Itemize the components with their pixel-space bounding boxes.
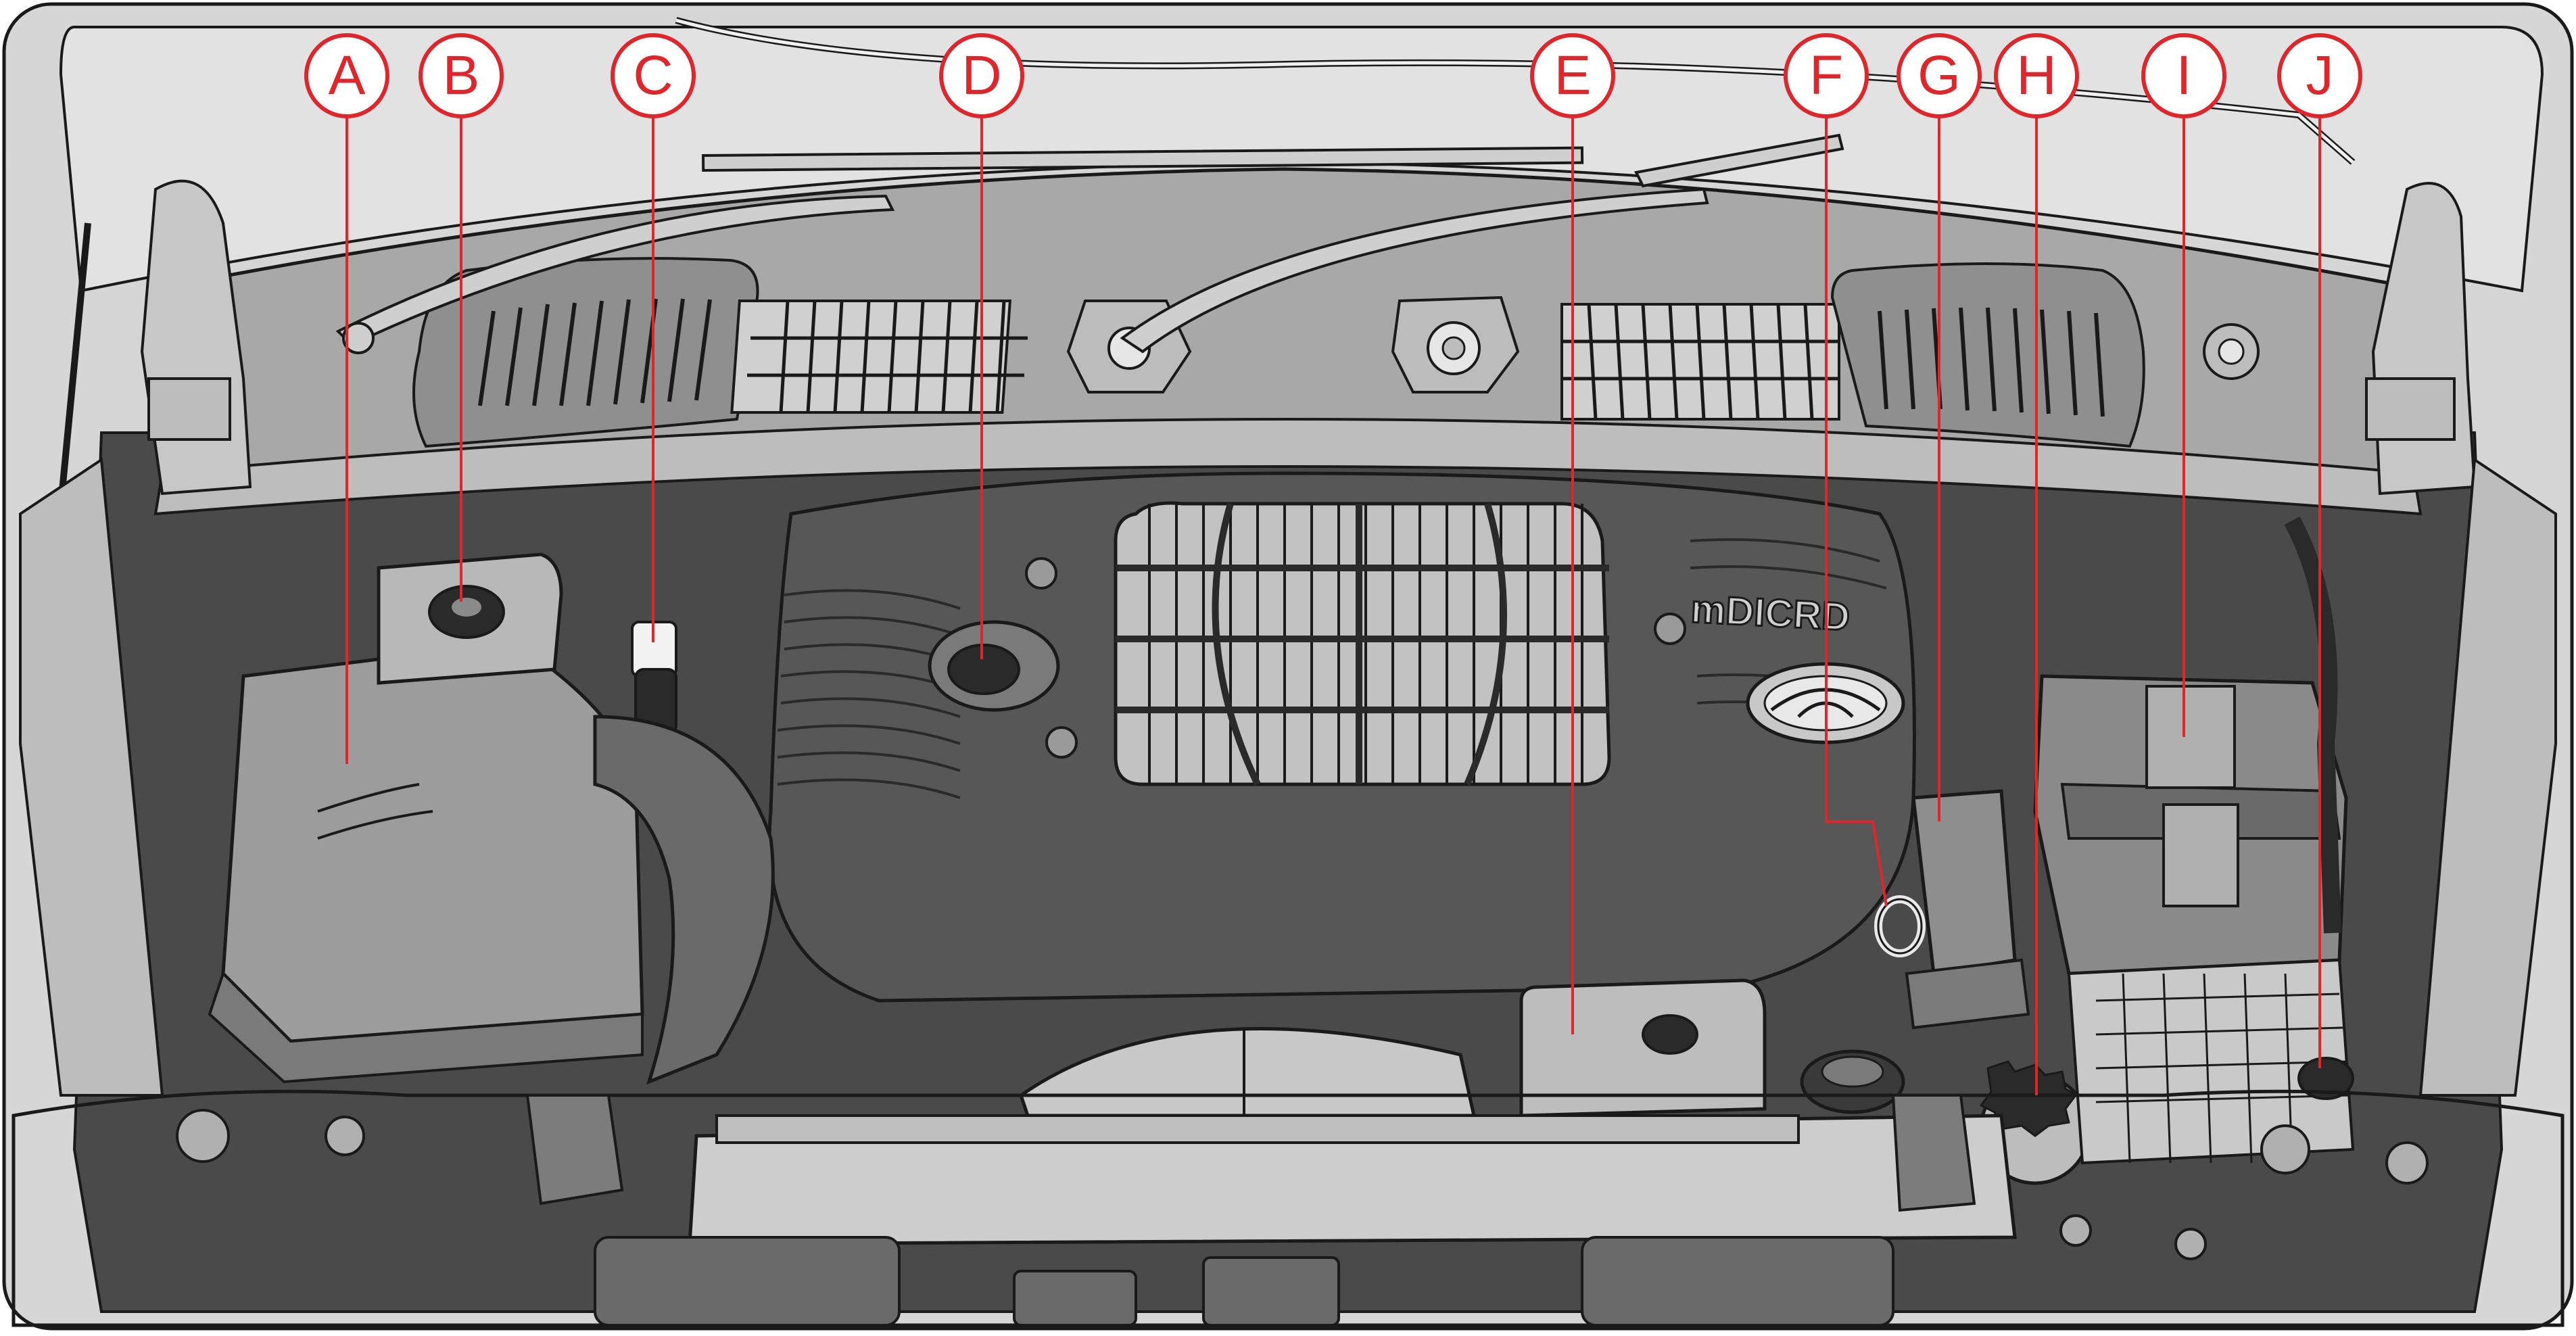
coolant-reservoir (1519, 978, 1767, 1118)
callout-marker-c (611, 33, 696, 118)
callout-marker-b (419, 33, 504, 118)
callout-marker-h (1994, 33, 2079, 118)
right-fender-apron (2418, 457, 2557, 1097)
battery-tray (2067, 958, 2355, 1165)
oil-filler-cap (947, 644, 1020, 695)
callout-leader-f (1825, 116, 1888, 907)
power-steering-cap (1979, 1060, 2078, 1137)
wiper-arm-right (1120, 133, 1844, 354)
engine-cover-model-text: mDICRD (1690, 587, 1851, 639)
callout-label-i: I (2176, 45, 2192, 106)
callout-label-g: G (1917, 45, 1961, 106)
callout-label-c: C (633, 45, 673, 106)
callout-marker-d (939, 33, 1024, 118)
callout-label-d: D (961, 45, 1001, 106)
right-cowl-vent (1830, 262, 2145, 448)
callout-marker-e (1530, 33, 1615, 118)
callout-marker-j (2277, 33, 2362, 118)
callout-label-e: E (1554, 45, 1592, 106)
wiper-arm-left (335, 146, 1584, 354)
callout-marker-g (1897, 33, 1982, 118)
callout-marker-f (1784, 33, 1869, 118)
callout-marker-i (2141, 33, 2226, 118)
callout-label-a: A (329, 45, 366, 106)
callout-label-h: H (2016, 45, 2056, 106)
intake-hose (593, 715, 775, 1085)
washer-fluid-cap (2297, 1057, 2354, 1100)
front-frame-lower (11, 1089, 2565, 1327)
callout-label-b: B (443, 45, 480, 106)
battery-cable (2284, 516, 2341, 934)
callout-marker-a (304, 33, 389, 118)
left-fender-apron (19, 457, 164, 1097)
coolant-cap (1642, 1014, 1698, 1055)
air-filter-box (221, 640, 644, 1043)
callout-label-j: J (2306, 45, 2334, 106)
callout-label-f: F (1809, 45, 1843, 106)
left-cowl-grille (730, 300, 1012, 414)
